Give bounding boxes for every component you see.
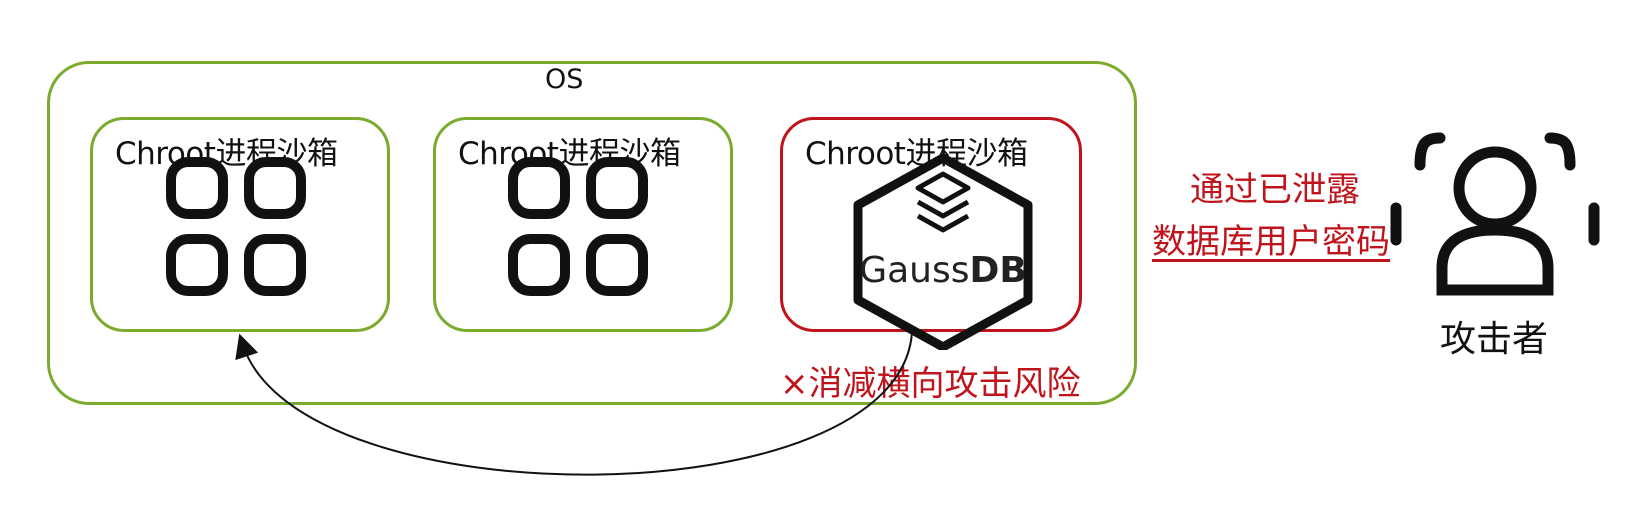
gauss-text: Gauss [859,250,969,291]
mitigation-text: ×消减横向攻击风险 [780,364,1081,404]
db-text: DB [969,250,1026,291]
sandbox-3-title: Chroot进程沙箱 [805,136,1028,172]
leak-line-2: 数据库用户密码 [1152,222,1390,262]
sandbox-3: Chroot进程沙箱 [780,117,1082,332]
leak-line-1: 通过已泄露 [1190,170,1360,210]
attacker-label: 攻击者 [1440,319,1549,360]
sandbox-1: Chroot进程沙箱 [90,117,390,332]
sandbox-2-title: Chroot进程沙箱 [458,136,681,172]
sandbox-1-title: Chroot进程沙箱 [115,136,338,172]
gaussdb-logo-icon: GaussDB [853,153,1033,350]
user-focus-icon [1390,132,1600,296]
os-label: OS [545,64,584,95]
svg-text:GaussDB: GaussDB [859,250,1027,291]
sandbox-2: Chroot进程沙箱 [433,117,733,332]
